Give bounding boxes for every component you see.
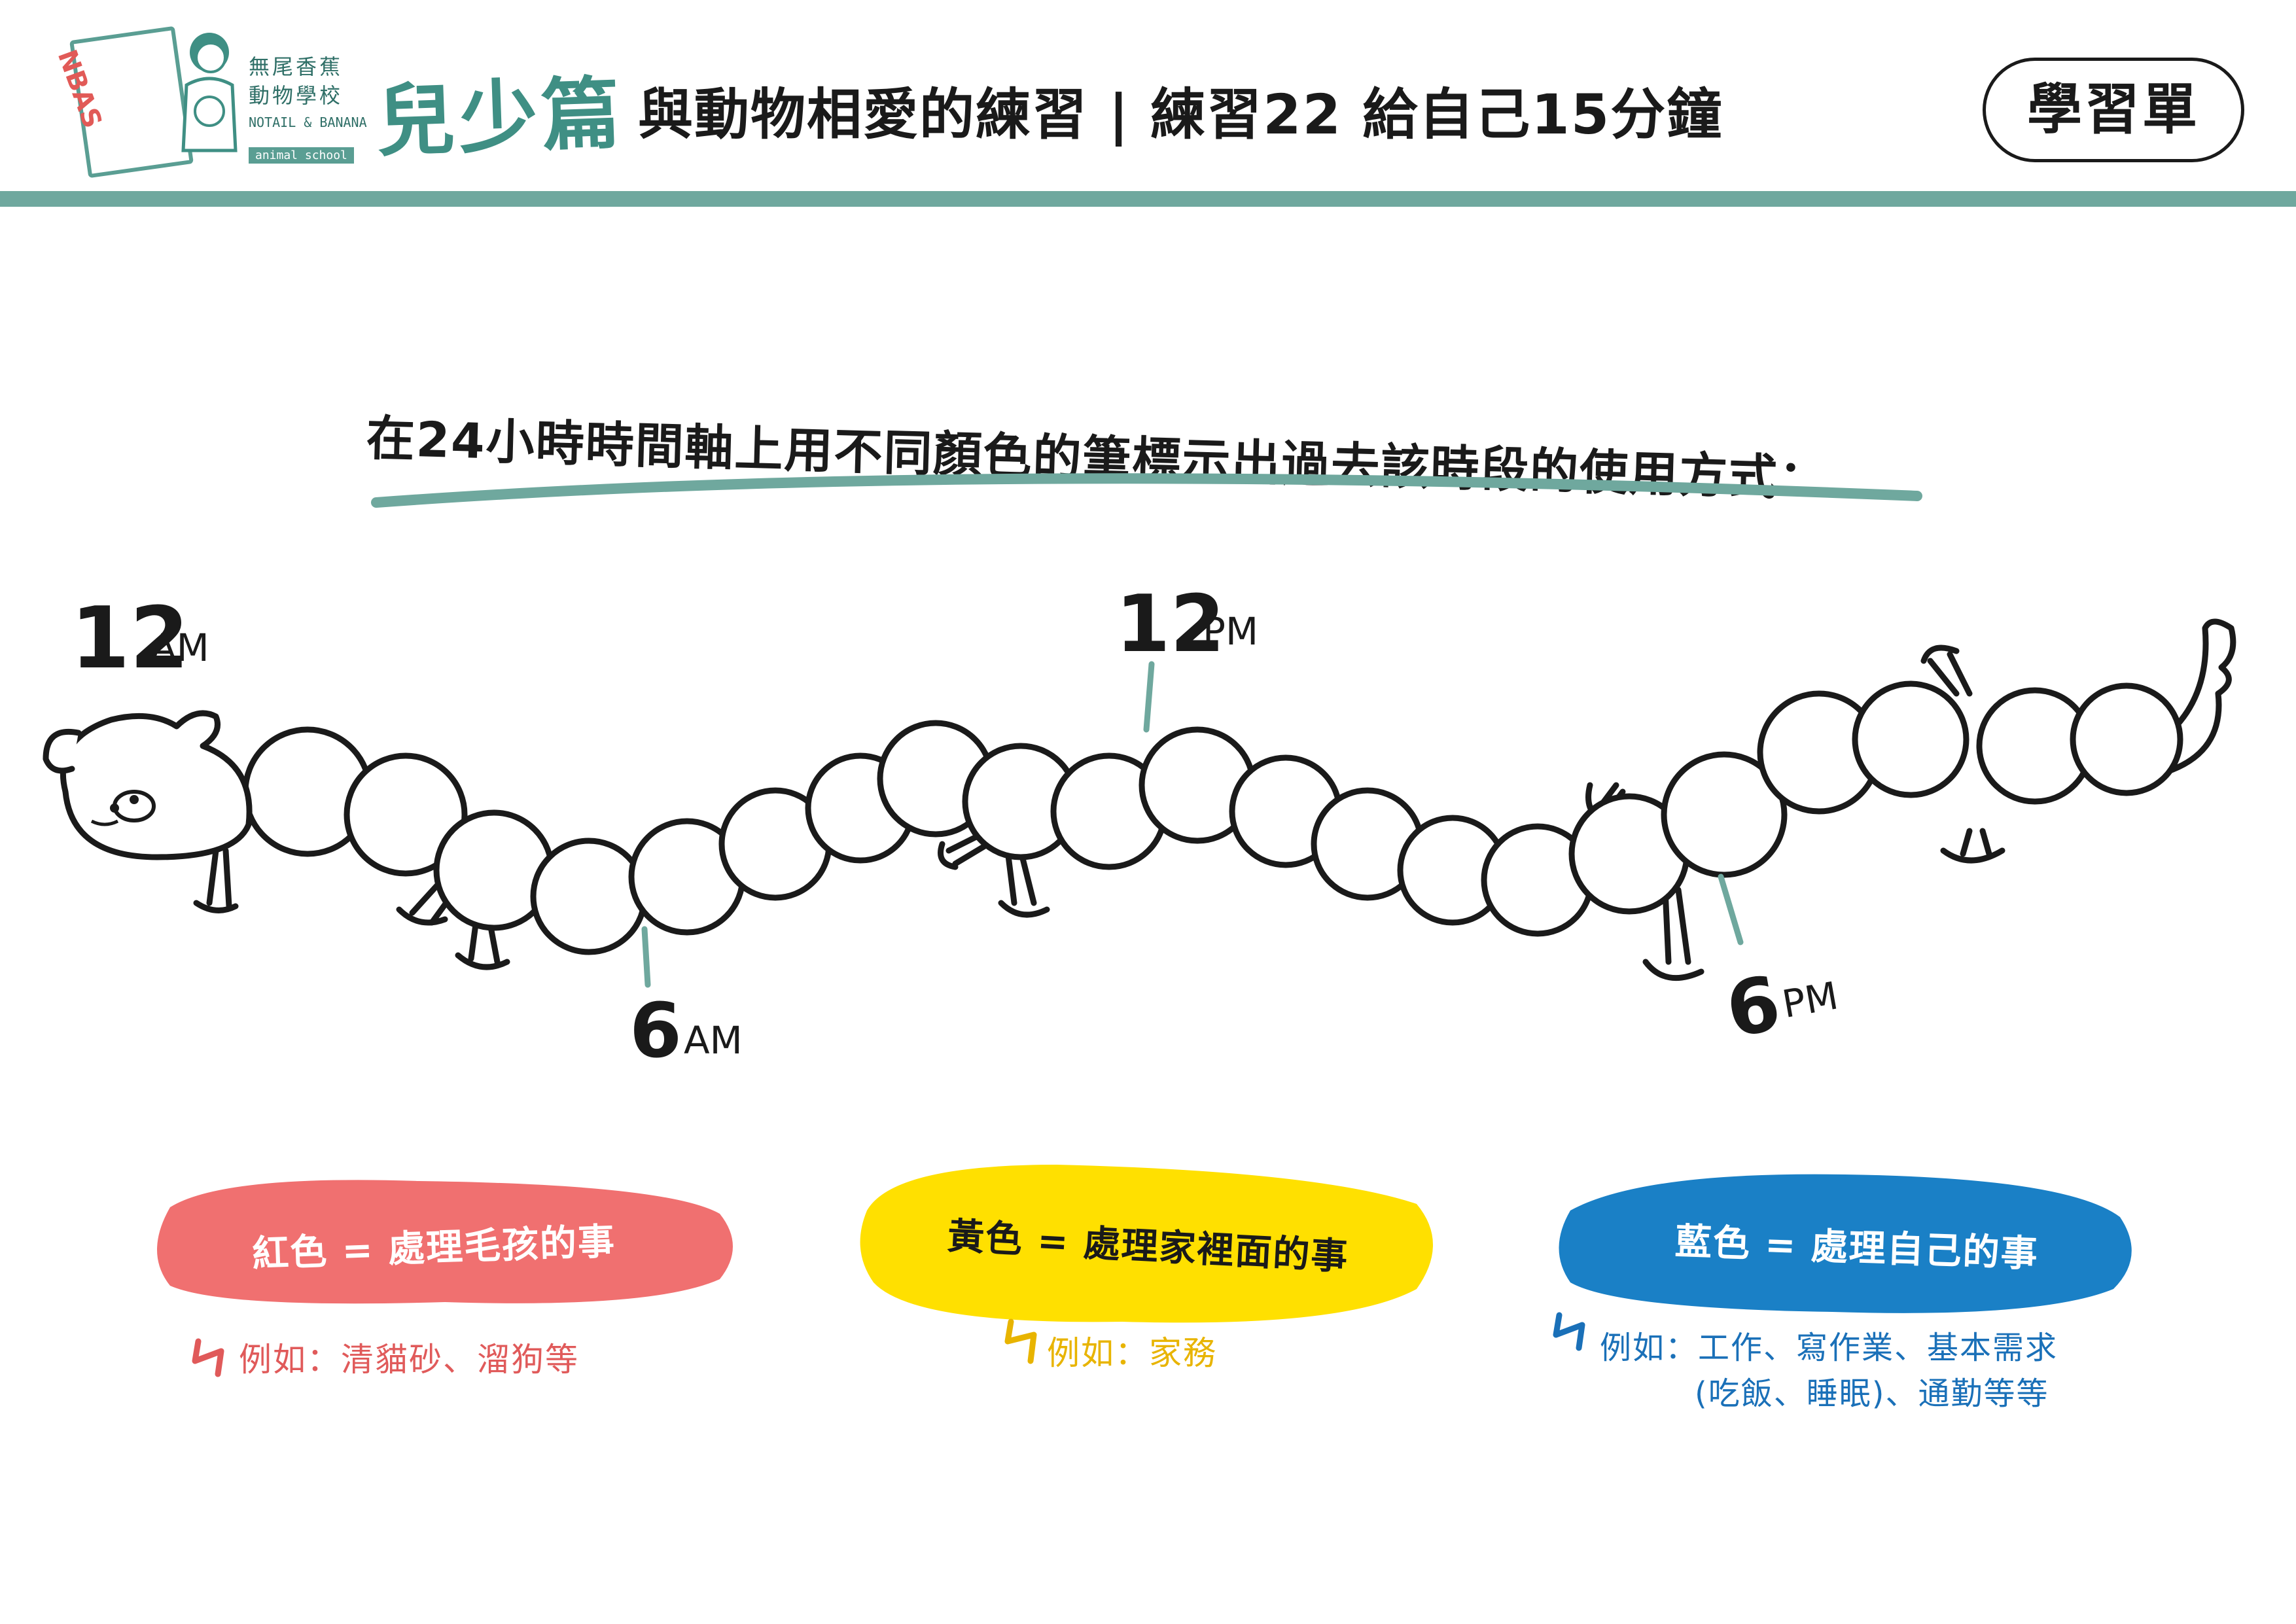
squiggle-arrow-icon [1004,1318,1037,1364]
legend-red-example: 例如：清貓砂、溜狗等 [239,1341,579,1379]
leg [193,847,239,913]
logo-english-name: NOTAIL & BANANA [249,115,367,130]
tick-6am [641,926,651,988]
time-suffix: AM [150,626,209,670]
time-suffix: PM [1779,973,1842,1027]
legend-blue-example: 例如：工作、寫作業、基本需求 [1600,1330,2058,1366]
time-label-12am: 12 AM [71,588,209,688]
logo-english-subtitle: animal school [249,147,354,164]
ear [43,728,82,774]
time-number: 6 [1720,960,1787,1055]
time-label-6pm: 6 PM [1720,960,1842,1055]
person-with-pet-icon [181,33,238,152]
legend-yellow-blob [860,1165,1433,1323]
body-segment [1661,751,1788,878]
header-divider [0,191,2296,207]
leg [1920,644,1973,697]
time-number: 6 [629,987,682,1075]
page-title: 與動物相愛的練習 | 練習22 給自己15分鐘 [638,82,1723,147]
body-segment [530,838,648,955]
squiggle-arrow-icon [192,1338,224,1377]
body-segment [2070,682,2183,796]
time-suffix: PM [1203,609,1258,654]
legend-yellow-example: 例如：家務 [1047,1334,1217,1372]
leg [1940,828,2005,864]
logo-name-line1: 無尾香蕉 [249,54,344,79]
logo-name: 無尾香蕉 動物學校 [249,52,343,110]
time-label-6am: 6 AM [629,987,743,1075]
caterpillar-face [90,790,156,826]
tick-6pm [1718,874,1744,945]
school-logo: NBAS 無尾香蕉 動物學校 NOTAIL & BANANA animal sc… [52,13,367,179]
logo-name-line2: 動物學校 [249,83,344,108]
time-suffix: AM [684,1018,743,1063]
time-number: 12 [1116,579,1225,670]
time-number: 12 [71,588,189,688]
worksheet-badge: 學習單 [1983,58,2244,162]
time-label-12pm: 12 PM [1116,579,1258,670]
legend-blue-example-cont: (吃飯、睡眠)、通勤等等 [1695,1375,2049,1412]
tick-12pm [1143,661,1155,733]
legend-blue-blob [1559,1174,2132,1313]
header: NBAS 無尾香蕉 動物學校 NOTAIL & BANANA animal sc… [0,0,2296,209]
instruction-underline [371,473,1922,508]
legend-red-blob [157,1180,733,1304]
body-segment [344,752,468,877]
squiggle-arrow-icon [1553,1312,1585,1351]
leg [998,847,1050,918]
caterpillar-head [60,710,253,860]
body-segment [1852,680,1969,798]
